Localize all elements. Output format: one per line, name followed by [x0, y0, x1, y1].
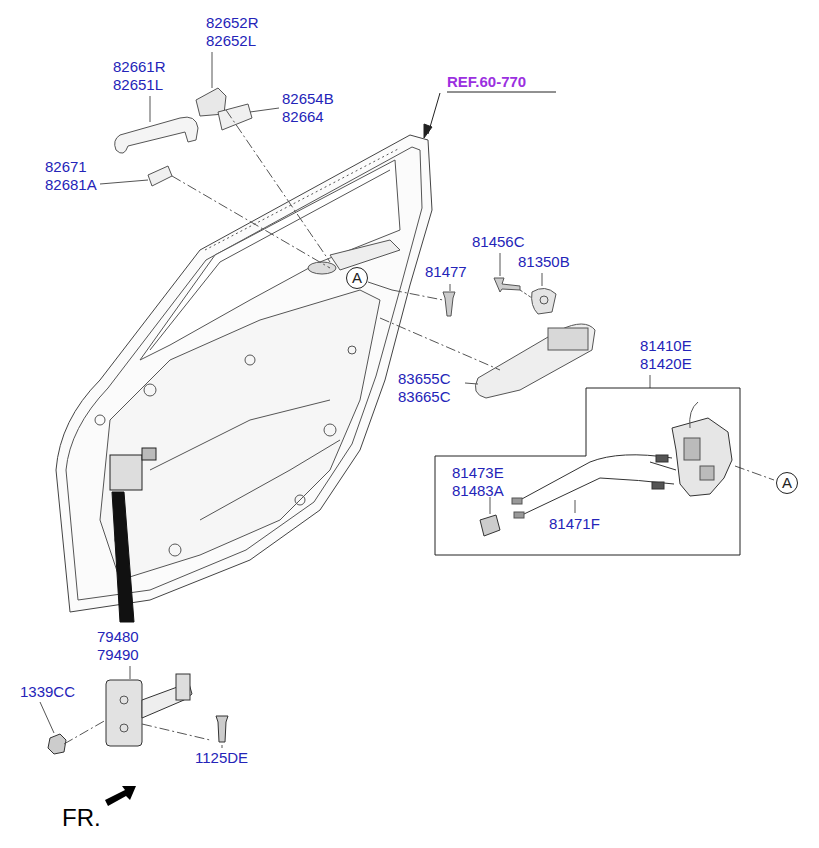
assembly-box: 81410E 81420E81473E 81483A81471F [435, 388, 740, 555]
callout-number: 1339CC [20, 683, 75, 701]
reference-letter: A [782, 474, 792, 492]
reference-label: REF.60-770 [447, 73, 526, 91]
reference-letter: A [352, 269, 362, 287]
callout-number: 82654B [282, 90, 334, 108]
callout-number: 82651L [113, 76, 163, 94]
callout-number: 81471F [549, 515, 600, 533]
callout-number: 81410E 81420E [640, 337, 692, 373]
callout-number: 82652L [206, 32, 256, 50]
callout-number: 81473E 81483A [452, 464, 504, 500]
callout-number: 82671 [45, 158, 87, 176]
reference-circle: A [346, 267, 368, 289]
reference-circle: A [776, 472, 798, 494]
callout-number: 82681A [45, 176, 97, 194]
callout-number: 81477 [425, 263, 467, 281]
callout-number: 79480 [97, 628, 139, 646]
callout-number: 82661R [113, 58, 166, 76]
callout-number: 82664 [282, 108, 324, 126]
callout-number: 81350B [518, 253, 570, 271]
callout-number: 1125DE [195, 749, 248, 767]
callout-number: 81456C [472, 233, 525, 251]
callout-number: 82652R [206, 14, 259, 32]
direction-label: FR. [62, 804, 101, 832]
callout-number: 79490 [97, 646, 139, 664]
callout-number: 83655C [398, 370, 451, 388]
callout-number: 83665C [398, 388, 451, 406]
